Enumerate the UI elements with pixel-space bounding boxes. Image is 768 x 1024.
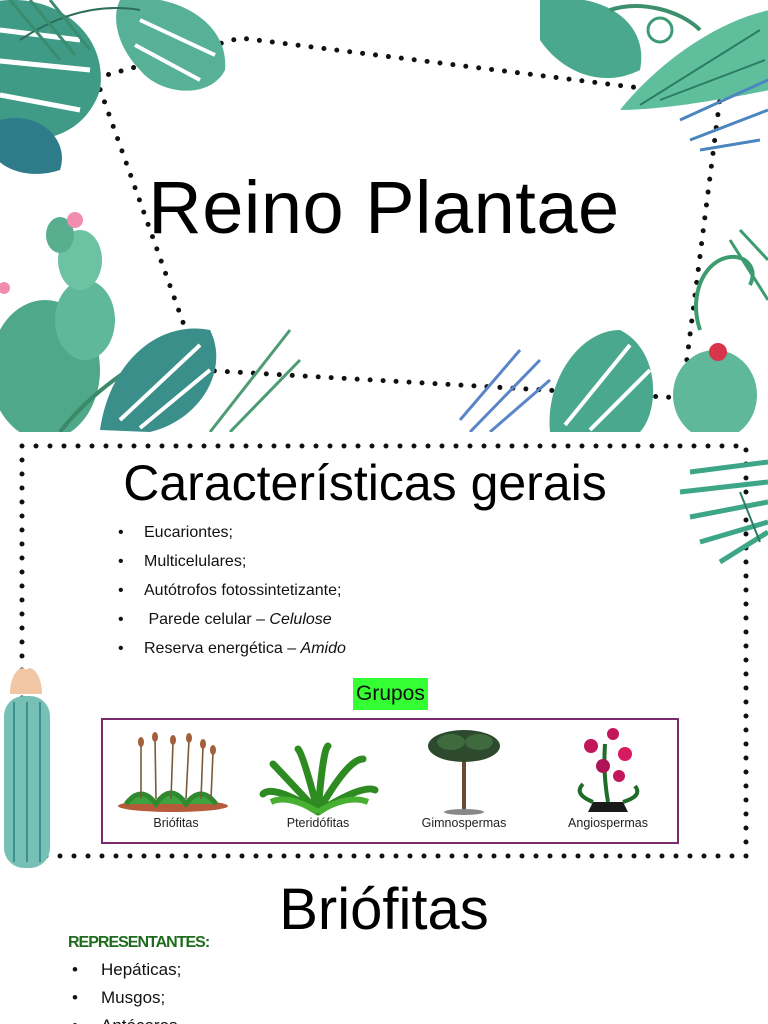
plant-groups-panel: Briófitas Pteridófitas Gimnospermas bbox=[101, 718, 679, 844]
list-item: Multicelulares; bbox=[118, 547, 346, 576]
group-label: Angiospermas bbox=[568, 816, 648, 830]
list-item: Reserva energética – Amido bbox=[118, 634, 346, 663]
group-gimnospermas: Gimnospermas bbox=[399, 720, 529, 842]
dotted-frame-decoration bbox=[4, 443, 768, 868]
moss-icon bbox=[118, 732, 228, 812]
palm-leaf-icon bbox=[679, 459, 768, 565]
group-label: Pteridófitas bbox=[286, 816, 350, 830]
tropical-leaves-decoration bbox=[0, 0, 768, 432]
slide-briofitas: Briófitas REPRESENTANTES: Hepáticas; Mus… bbox=[0, 868, 768, 1024]
cactus-icon bbox=[4, 668, 50, 868]
group-label: Gimnospermas bbox=[421, 816, 507, 830]
list-item: Eucariontes; bbox=[118, 518, 346, 547]
list-item: Antóceros bbox=[72, 1012, 181, 1024]
list-item: Musgos; bbox=[72, 984, 181, 1012]
list-item: Autótrofos fotossintetizante; bbox=[118, 576, 346, 605]
slide-reino-plantae: Reino Plantae bbox=[0, 0, 768, 432]
section-subtitle: REPRESENTANTES: bbox=[68, 934, 210, 951]
orchid-icon bbox=[577, 728, 640, 812]
pine-tree-icon bbox=[428, 730, 500, 815]
group-briofitas: Briófitas bbox=[111, 720, 241, 842]
group-pteridofitas: Pteridófitas bbox=[253, 720, 383, 842]
slide-title: Características gerais bbox=[123, 455, 607, 511]
slide-title: Reino Plantae bbox=[148, 166, 620, 249]
slide-caracteristicas: Características gerais Eucariontes; Mult… bbox=[0, 432, 768, 868]
group-angiospermas: Angiospermas bbox=[543, 720, 673, 842]
list-item: Parede celular – Celulose bbox=[118, 605, 346, 634]
group-label: Briófitas bbox=[153, 816, 199, 830]
fern-icon bbox=[259, 742, 379, 816]
groups-heading: Grupos bbox=[353, 678, 428, 710]
representatives-list: Hepáticas; Musgos; Antóceros bbox=[72, 956, 181, 1024]
characteristics-list: Eucariontes; Multicelulares; Autótrofos … bbox=[118, 518, 346, 663]
slide-title: Briófitas bbox=[279, 877, 489, 942]
list-item: Hepáticas; bbox=[72, 956, 181, 984]
